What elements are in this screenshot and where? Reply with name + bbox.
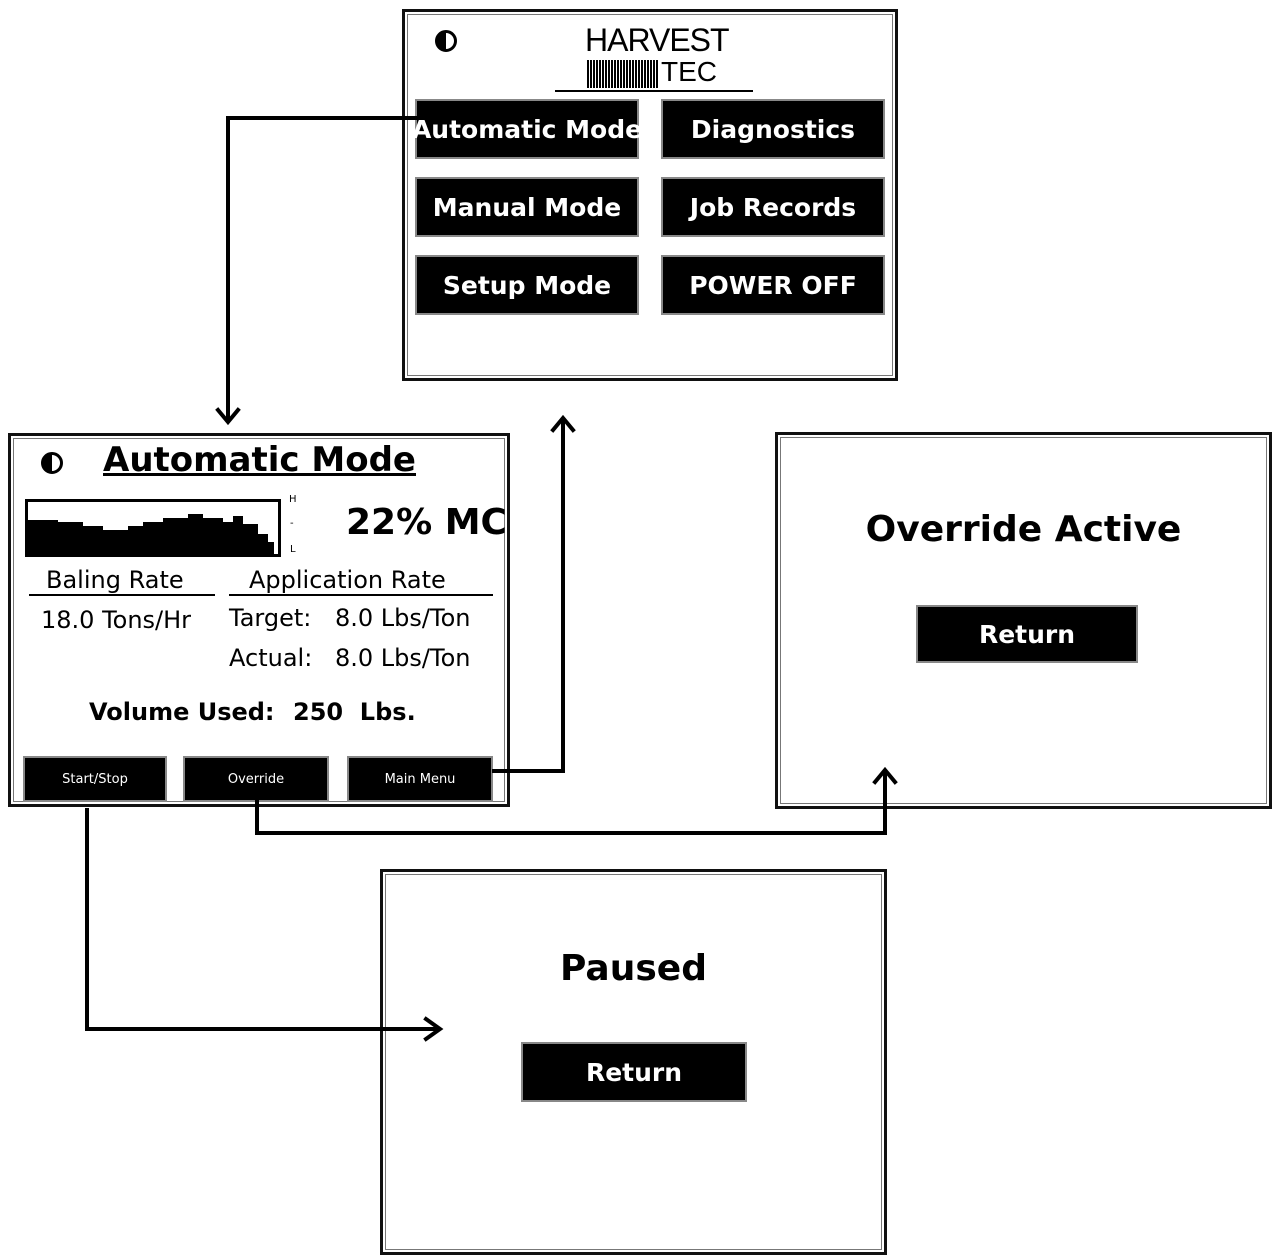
arrow-auto-to-menu [492, 418, 565, 773]
volume-used-value: 250 Lbs. [293, 698, 416, 726]
logo-baseline [555, 90, 753, 92]
override-return-button[interactable]: Return [918, 607, 1136, 661]
actual-value: 8.0 Lbs/Ton [335, 644, 471, 672]
moisture-area [28, 514, 274, 554]
baling-rate-underline [29, 594, 215, 596]
moisture-readout: 22% MC [346, 502, 507, 543]
moisture-history-fill [28, 514, 274, 554]
arrowhead-menu-up [550, 414, 576, 433]
main-menu-button[interactable]: Main Menu [349, 758, 491, 800]
override-active-screen: Override Active Return [775, 432, 1272, 809]
manual-mode-button[interactable]: Manual Mode [417, 179, 637, 235]
screen-title: Automatic Mode [103, 440, 416, 480]
arrowhead-override-up [872, 766, 898, 785]
setup-mode-button[interactable]: Setup Mode [417, 257, 637, 313]
contrast-icon[interactable] [41, 452, 63, 474]
contrast-icon[interactable] [435, 30, 457, 52]
arrowhead-paused-right [423, 1016, 444, 1042]
logo-bottom-text: TEC [661, 56, 717, 87]
gauge-high-label: H [289, 494, 297, 505]
gauge-low-label: L [290, 544, 296, 555]
start-stop-button[interactable]: Start/Stop [25, 758, 165, 800]
automatic-mode-button[interactable]: Automatic Mode [412, 101, 642, 157]
paused-title: Paused [560, 948, 707, 989]
arrow-startstop-to-paused [85, 808, 440, 1031]
arrow-override-to-screen [255, 770, 887, 835]
volume-used-label: Volume Used: [89, 698, 275, 726]
target-value: 8.0 Lbs/Ton [335, 604, 471, 632]
gauge-mid-label: - [290, 518, 294, 529]
logo-bars [587, 60, 659, 88]
logo-top-text: HARVEST [585, 22, 730, 58]
arrow-menu-to-auto [226, 116, 420, 422]
automatic-mode-screen: Automatic Mode H - L 22% MC Baling Rate … [8, 433, 510, 807]
override-title: Override Active [865, 509, 1182, 550]
target-label: Target: [229, 604, 312, 632]
arrowhead-auto-down [215, 407, 241, 426]
actual-label: Actual: [229, 644, 313, 672]
paused-return-button[interactable]: Return [523, 1044, 745, 1100]
diagnostics-button[interactable]: Diagnostics [663, 101, 883, 157]
application-rate-header: Application Rate [249, 566, 446, 594]
main-menu-screen: HARVEST TEC Automatic Mode Diagnostics M… [402, 9, 898, 381]
override-button[interactable]: Override [185, 758, 327, 800]
baling-rate-value: 18.0 Tons/Hr [41, 606, 192, 634]
application-rate-underline [229, 594, 493, 596]
harvest-tec-logo: HARVEST TEC [555, 22, 755, 94]
moisture-history-graph [25, 499, 281, 557]
power-off-button[interactable]: POWER OFF [663, 257, 883, 313]
job-records-button[interactable]: Job Records [663, 179, 883, 235]
baling-rate-header: Baling Rate [46, 566, 184, 594]
